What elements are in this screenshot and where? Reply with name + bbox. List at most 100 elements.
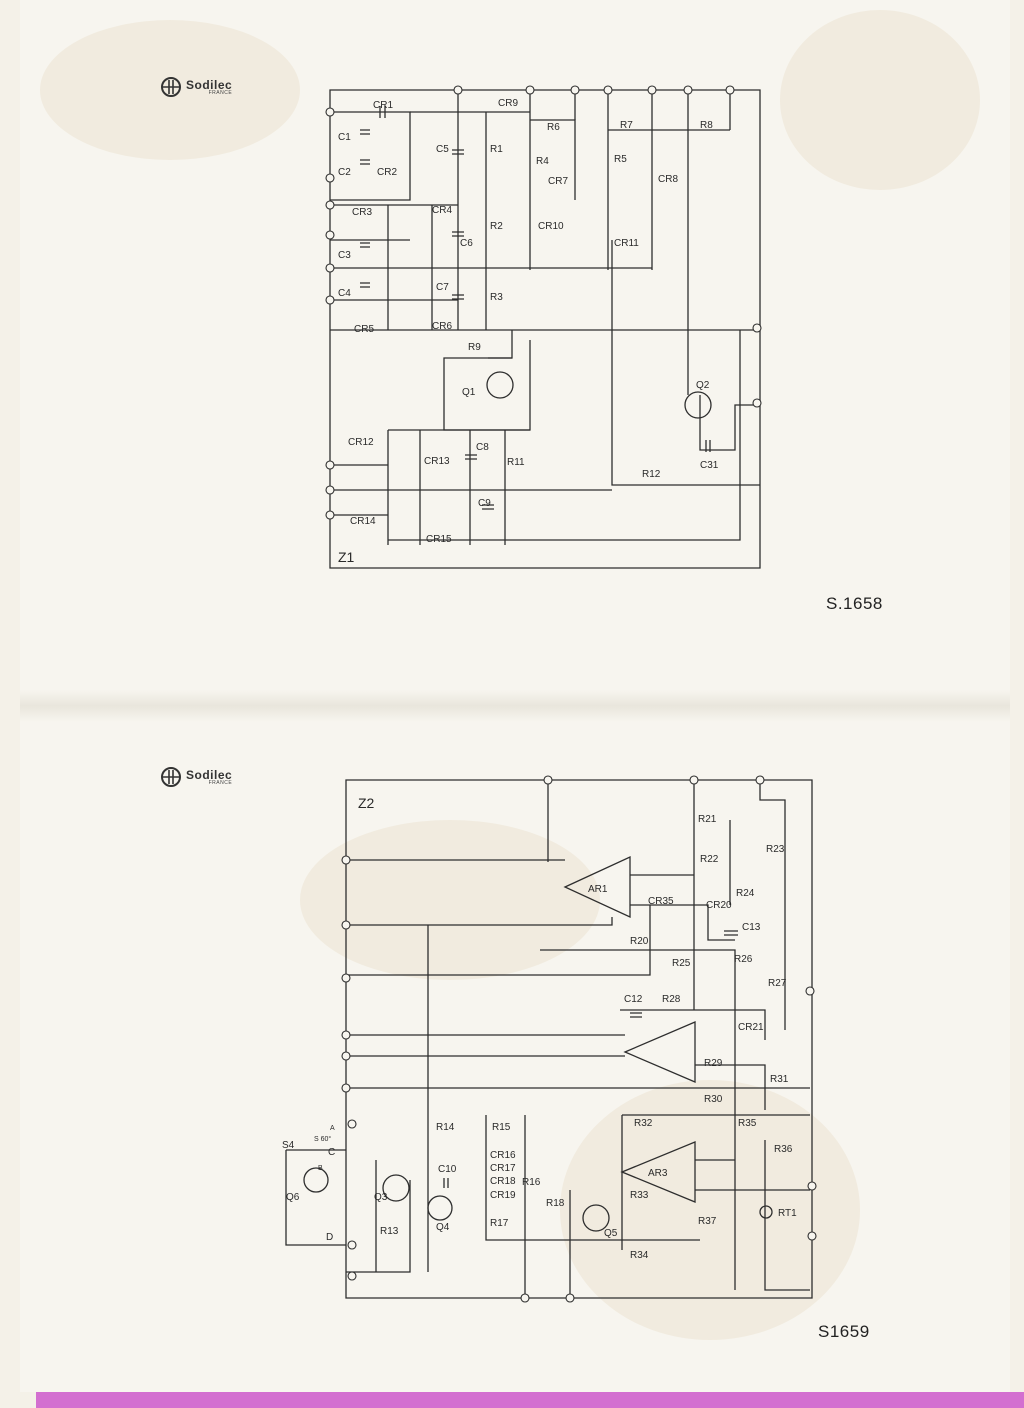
paper-stain — [40, 20, 300, 160]
z2-label-r28: R28 — [662, 994, 681, 1005]
brand-logo-bottom: Sodilec FRANCE — [160, 766, 232, 788]
brand-country: FRANCE — [208, 89, 233, 96]
schematic-z2: Z2 AR1 CR35 CR20 R20 R21 R22 R23 R24 C13… — [282, 775, 817, 1303]
z2-label-ar1: AR1 — [588, 884, 608, 895]
pink-edge — [36, 1392, 1024, 1408]
z2-label-r22: R22 — [700, 854, 719, 865]
z1-label-c31: C31 — [700, 460, 719, 471]
z1-board-label: Z1 — [338, 549, 355, 565]
schematic-z1: CR1 C1 C2 CR2 CR3 C3 C4 CR5 CR4 C5 C6 C7… — [325, 85, 762, 569]
z2-label-q5: Q5 — [604, 1228, 618, 1239]
sodilec-logo-icon — [161, 767, 181, 787]
paper-stain — [780, 10, 980, 190]
z1-label-c3: C3 — [338, 250, 351, 261]
z2-label-r23: R23 — [766, 844, 785, 855]
z1-label-cr10: CR10 — [538, 221, 564, 232]
z1-label-cr5: CR5 — [354, 324, 374, 335]
z1-label-cr8: CR8 — [658, 174, 678, 185]
z2-label-cr18: CR18 — [490, 1176, 516, 1187]
z2-board-label: Z2 — [358, 795, 375, 811]
z2-label-r20: R20 — [630, 936, 649, 947]
z2-label-q3: Q3 — [374, 1192, 388, 1203]
z2-pin-c: C — [328, 1147, 335, 1158]
z2-label-r33: R33 — [630, 1190, 649, 1201]
sodilec-logo-icon — [161, 77, 181, 97]
z2-pin-b: B — [318, 1165, 323, 1172]
z1-label-c6: C6 — [460, 238, 473, 249]
z1-label-cr14: CR14 — [350, 516, 376, 527]
z1-label-cr6: CR6 — [432, 321, 452, 332]
z2-pin-a: A — [330, 1125, 335, 1132]
z2-label-cr20: CR20 — [706, 900, 732, 911]
z1-label-c7: C7 — [436, 282, 449, 293]
z2-label-r32: R32 — [634, 1118, 653, 1129]
z1-label-cr1: CR1 — [373, 100, 393, 111]
z1-label-r11: R11 — [507, 457, 525, 468]
z1-label-q2: Q2 — [696, 380, 710, 391]
z2-label-c13: C13 — [742, 922, 761, 933]
z2-label-r34: R34 — [630, 1250, 649, 1261]
z2-label-r31: R31 — [770, 1074, 789, 1085]
z2-label-r26: R26 — [734, 954, 753, 965]
brand-logo-top: Sodilec FRANCE — [160, 76, 232, 98]
reference-z1: S.1658 — [826, 594, 883, 613]
brand-name: Sodilec — [186, 767, 233, 782]
z2-label-c10: C10 — [438, 1164, 457, 1175]
z1-label-c5: C5 — [436, 144, 449, 155]
z1-label-cr15: CR15 — [426, 534, 452, 545]
z1-label-r2: R2 — [490, 221, 503, 232]
z1-label-r5: R5 — [614, 154, 627, 165]
z2-label-r18: R18 — [546, 1198, 565, 1209]
z2-label-r16: R16 — [522, 1177, 541, 1188]
brand-name: Sodilec — [186, 77, 233, 92]
z1-label-r1: R1 — [490, 144, 503, 155]
z2-label-s4: S4 — [282, 1140, 295, 1151]
z1-label-cr4: CR4 — [432, 205, 452, 216]
z1-label-q1: Q1 — [462, 387, 476, 398]
z1-label-cr2: CR2 — [377, 167, 397, 178]
z1-label-c9: C9 — [478, 498, 491, 509]
brand-country: FRANCE — [208, 779, 233, 786]
z1-label-r4: R4 — [536, 156, 549, 167]
z2-label-r14: R14 — [436, 1122, 455, 1133]
z2-label-r21: R21 — [698, 814, 717, 825]
z1-label-c8: C8 — [476, 442, 489, 453]
z2-label-ar3: AR3 — [648, 1168, 668, 1179]
z2-label-cr19: CR19 — [490, 1190, 516, 1201]
z1-label-c1: C1 — [338, 132, 351, 143]
z2-label-r36: R36 — [774, 1144, 793, 1155]
z2-label-r35: R35 — [738, 1118, 757, 1129]
z2-label-c12: C12 — [624, 994, 643, 1005]
z2-switch-note: S 60° — [314, 1135, 331, 1143]
z1-label-r6: R6 — [547, 122, 560, 133]
z1-label-r7: R7 — [620, 120, 633, 131]
z1-label-c4: C4 — [338, 288, 351, 299]
z1-terminals — [325, 85, 762, 520]
z1-label-cr13: CR13 — [424, 456, 450, 467]
z2-label-q4: Q4 — [436, 1222, 450, 1233]
z1-label-cr7: CR7 — [548, 176, 568, 187]
z1-label-c2: C2 — [338, 167, 351, 178]
z2-label-r25: R25 — [672, 958, 691, 969]
z1-label-r12: R12 — [642, 469, 661, 480]
z2-label-r15: R15 — [492, 1122, 511, 1133]
z1-label-r8: R8 — [700, 120, 713, 131]
z2-label-r27: R27 — [768, 978, 787, 989]
z2-label-cr17: CR17 — [490, 1163, 516, 1174]
z2-label-r24: R24 — [736, 888, 755, 899]
z1-label-cr11: CR11 — [614, 238, 639, 249]
z2-label-cr21: CR21 — [738, 1022, 764, 1033]
paper-stain — [560, 1080, 860, 1340]
z2-pin-d: D — [326, 1232, 333, 1243]
z1-label-cr9: CR9 — [498, 98, 518, 109]
z1-label-cr12: CR12 — [348, 437, 374, 448]
z2-label-r29: R29 — [704, 1058, 723, 1069]
z2-label-cr35: CR35 — [648, 896, 674, 907]
z2-terminals — [341, 775, 817, 1303]
z2-label-r30: R30 — [704, 1094, 723, 1105]
z2-label-r13: R13 — [380, 1226, 399, 1237]
z2-label-rt1: RT1 — [778, 1208, 797, 1219]
z2-label-cr16: CR16 — [490, 1150, 516, 1161]
z1-label-r9: R9 — [468, 342, 481, 353]
